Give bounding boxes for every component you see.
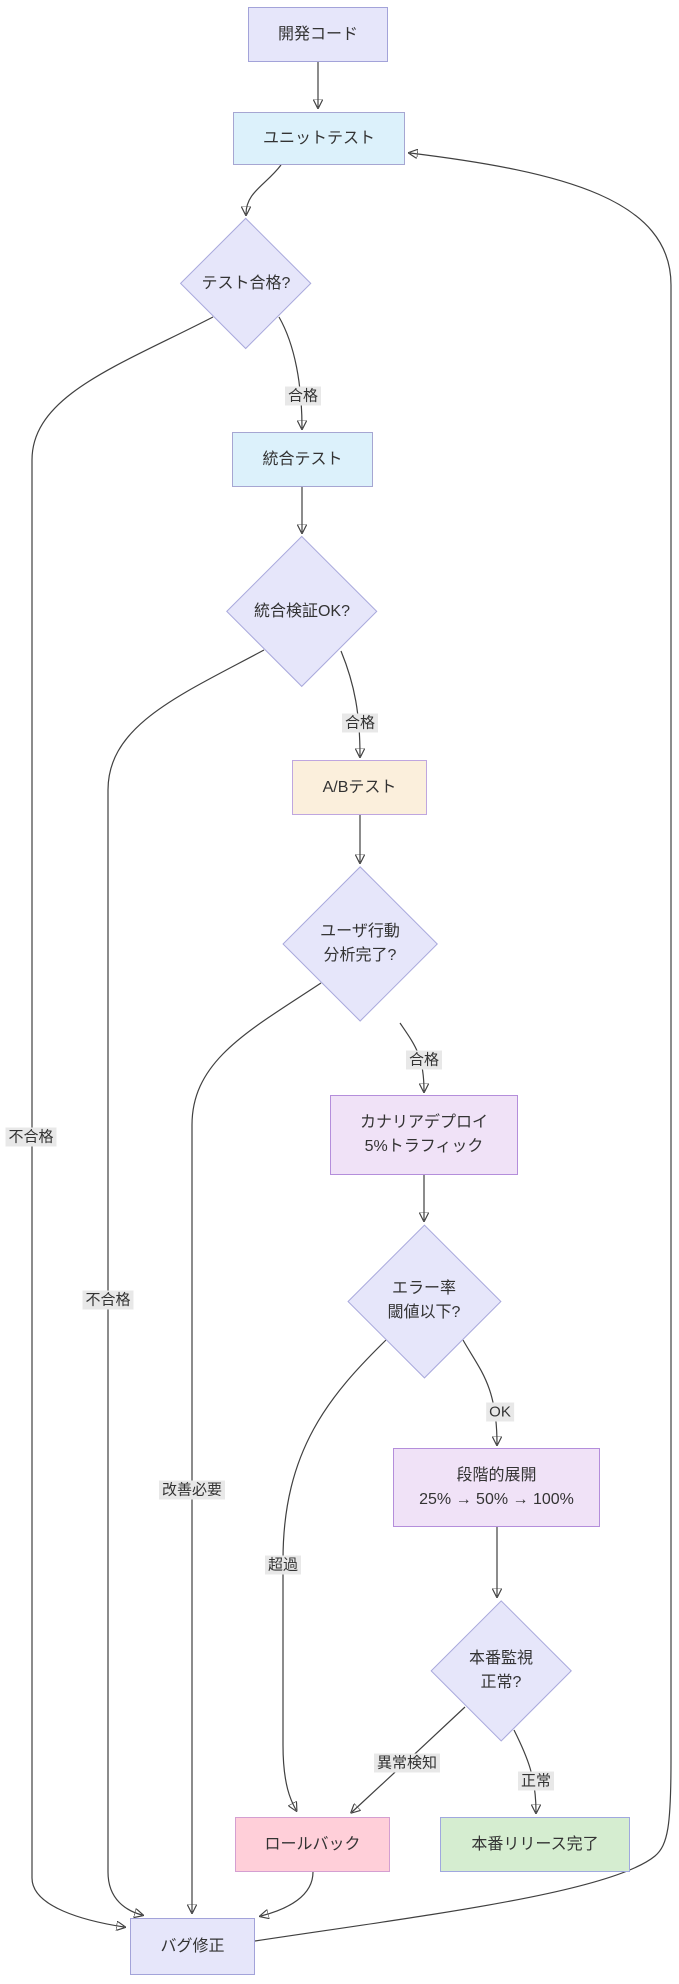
edge-error-rate-rollback	[282, 1339, 387, 1810]
node-staged-rollout: 段階的展開 25% → 50% → 100%	[393, 1448, 600, 1527]
node-production-monitor-label-line1: 本番監視	[468, 1650, 533, 1667]
edge-int-verify-ab-test	[340, 650, 360, 756]
node-bug-fix: バグ修正	[130, 1918, 255, 1975]
node-canary-deploy-label-line2: 5%トラフィック	[364, 1138, 484, 1155]
node-canary-deploy-label-line1: カナリアデプロイ	[359, 1114, 488, 1131]
node-production-monitor-label-line2: 正常?	[480, 1674, 522, 1691]
edge-label-normal: 正常	[517, 1771, 555, 1791]
node-error-rate-label-line2: 閾値以下?	[387, 1304, 461, 1321]
node-error-rate-label-line1: エラー率	[391, 1280, 456, 1297]
node-integration-verify: 統合検証OK?	[225, 535, 378, 688]
edge-label-pass-1: 合格	[284, 386, 322, 406]
node-unit-test-label: ユニットテスト	[262, 129, 375, 147]
node-integration-verify-label: 統合検証OK?	[253, 603, 351, 620]
node-staged-rollout-label-line2: 25% → 50% → 100%	[419, 1490, 574, 1508]
edge-label-exceed: 超過	[264, 1555, 302, 1575]
edge-error-rate-staged	[462, 1339, 497, 1444]
edge-int-verify-bug-fix	[107, 649, 265, 1915]
edge-label-ok: OK	[486, 1402, 514, 1422]
node-integration-test: 統合テスト	[232, 432, 373, 487]
edge-label-fail-2: 不合格	[82, 1290, 134, 1310]
edge-label-pass-2: 合格	[341, 713, 379, 733]
node-rollback-label: ロールバック	[264, 1835, 361, 1853]
node-release-complete-label: 本番リリース完了	[471, 1835, 599, 1853]
node-ab-test-label: A/Bテスト	[322, 778, 397, 796]
edge-label-anomaly: 異常検知	[373, 1753, 441, 1773]
node-test-pass-label: テスト合格?	[201, 275, 291, 292]
node-user-analysis-label-line2: 分析完了?	[323, 947, 397, 964]
node-dev-code-label: 開発コード	[277, 25, 358, 43]
node-user-analysis: ユーザ行動 分析完了?	[281, 865, 438, 1022]
edge-monitor-release	[513, 1729, 536, 1812]
node-release-complete: 本番リリース完了	[440, 1817, 630, 1872]
edge-test-pass-bug-fix	[31, 316, 214, 1927]
node-dev-code: 開発コード	[248, 7, 388, 62]
edge-unit-test-test-pass	[246, 164, 282, 214]
node-rollback: ロールバック	[235, 1817, 390, 1872]
node-ab-test: A/Bテスト	[292, 760, 427, 815]
node-user-analysis-label-line1: ユーザ行動	[320, 923, 400, 940]
edge-test-pass-integration-test	[278, 316, 302, 428]
edge-label-pass-3: 合格	[405, 1050, 443, 1070]
edge-label-improve: 改善必要	[158, 1480, 226, 1500]
node-canary-deploy: カナリアデプロイ 5%トラフィック	[330, 1095, 518, 1175]
edge-user-analysis-bug-fix	[192, 982, 322, 1912]
edge-rollback-bug-fix	[261, 1871, 314, 1916]
node-integration-test-label: 統合テスト	[262, 450, 343, 468]
node-error-rate: エラー率 閾値以下?	[346, 1223, 501, 1378]
edge-bug-fix-unit-test	[254, 153, 672, 1942]
edge-label-fail-1: 不合格	[5, 1127, 57, 1147]
node-test-pass: テスト合格?	[179, 217, 312, 350]
node-production-monitor: 本番監視 正常?	[429, 1599, 572, 1742]
node-staged-rollout-label-line1: 段階的展開	[456, 1466, 537, 1484]
node-bug-fix-label: バグ修正	[160, 1937, 225, 1955]
node-unit-test: ユニットテスト	[233, 112, 405, 165]
